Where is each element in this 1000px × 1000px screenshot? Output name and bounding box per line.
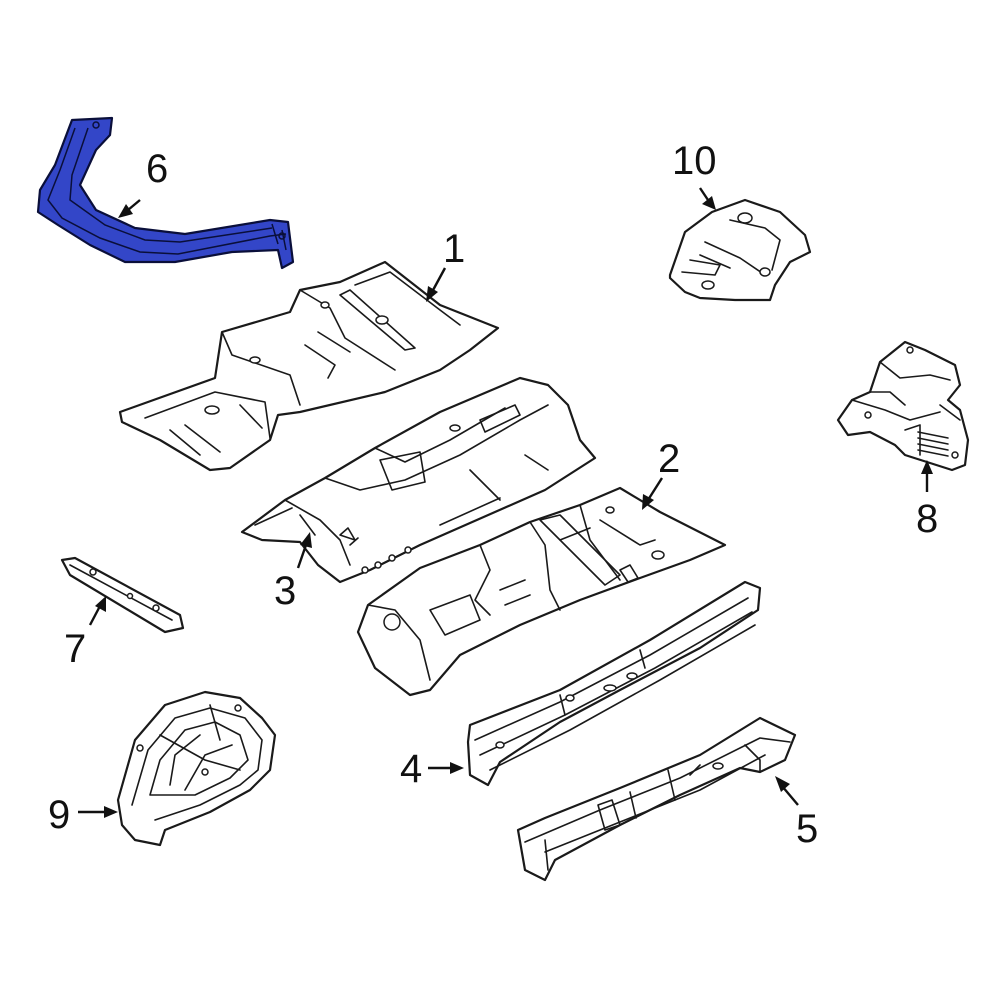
callout-5: 5 bbox=[796, 807, 818, 851]
callout-7: 7 bbox=[64, 627, 86, 671]
part-7-bracket[interactable] bbox=[60, 556, 185, 634]
callout-1: 1 bbox=[443, 227, 465, 271]
part-6-crossmember[interactable] bbox=[36, 116, 295, 270]
part-9-wheel-well[interactable] bbox=[116, 690, 277, 847]
callout-3: 3 bbox=[274, 569, 296, 613]
callout-9: 9 bbox=[48, 793, 70, 837]
callout-6: 6 bbox=[146, 147, 168, 191]
callout-4: 4 bbox=[400, 747, 422, 791]
part-10-gusset[interactable] bbox=[668, 198, 812, 302]
part-2-rear-floor-pan[interactable] bbox=[356, 486, 727, 697]
part-8-mount[interactable] bbox=[836, 340, 970, 472]
callout-labels: 1 2 3 4 5 6 7 8 9 10 bbox=[48, 139, 938, 851]
callout-8: 8 bbox=[916, 497, 938, 541]
part-4-side-sill[interactable] bbox=[466, 580, 762, 787]
callout-10: 10 bbox=[672, 139, 717, 183]
callout-2: 2 bbox=[658, 437, 680, 481]
part-5-rear-member[interactable] bbox=[516, 716, 797, 882]
part-1-front-floor-pan[interactable] bbox=[118, 260, 500, 472]
part-3-tunnel-pan[interactable] bbox=[240, 376, 597, 584]
leader-arrows bbox=[78, 187, 933, 818]
